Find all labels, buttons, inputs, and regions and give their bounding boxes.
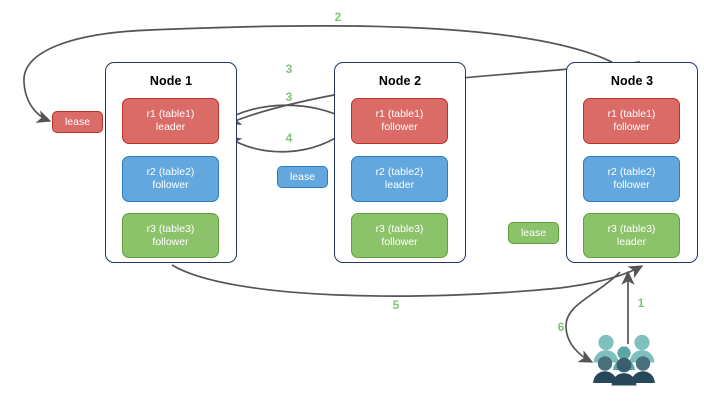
replica-label-line1: r3 (table3) — [375, 222, 424, 235]
node-title-node3: Node 3 — [610, 74, 654, 88]
replica-label-line2: follower — [613, 121, 650, 133]
node-container-node2[interactable]: Node 2 r1 (table1) follower r2 (table2) … — [334, 62, 466, 263]
replica-label-line1: r3 (table3) — [146, 222, 195, 235]
replica-node1-r2[interactable]: r2 (table2) follower — [122, 156, 219, 202]
lease-label: lease — [520, 227, 547, 239]
replica-label-line1: r1 (table1) — [146, 108, 195, 120]
step-label-6: 6 — [557, 320, 565, 334]
arrow-step-5 — [171, 264, 644, 297]
lease-label: lease — [289, 171, 316, 183]
replica-node3-r3[interactable]: r3 (table3) leader — [583, 213, 680, 258]
replica-node2-r2[interactable]: r2 (table2) leader — [351, 156, 448, 202]
step-label-4: 4 — [285, 131, 293, 145]
replica-label-line1: r2 (table2) — [607, 166, 656, 178]
replica-label-line2: leader — [616, 235, 647, 248]
step-label-2: 2 — [334, 10, 342, 24]
replica-node2-r3[interactable]: r3 (table3) follower — [351, 213, 448, 258]
lease-badge-table1[interactable]: lease — [52, 111, 103, 133]
node-container-node1[interactable]: Node 1 r1 (table1) leader r2 (table2) fo… — [105, 62, 237, 263]
replica-label-line2: follower — [381, 235, 418, 248]
step-label-3b: 3 — [285, 90, 293, 104]
replica-node3-r1[interactable]: r1 (table1) follower — [583, 98, 680, 144]
replica-label-line2: follower — [152, 235, 189, 248]
replica-label-line2: follower — [152, 179, 189, 191]
step-label-1: 1 — [637, 296, 645, 310]
step-label-3a: 3 — [285, 62, 293, 76]
people-icon — [593, 334, 655, 386]
lease-label: lease — [64, 116, 91, 128]
replica-node1-r1[interactable]: r1 (table1) leader — [122, 98, 219, 144]
replica-label-line1: r1 (table1) — [375, 108, 424, 120]
replica-label-line2: follower — [381, 121, 418, 133]
replica-label-line1: r3 (table3) — [607, 222, 656, 235]
replica-label-line2: leader — [384, 179, 415, 191]
arrow-step-2 — [23, 25, 613, 123]
replica-node2-r1[interactable]: r1 (table1) follower — [351, 98, 448, 144]
replica-label-line2: follower — [613, 179, 650, 191]
lease-badge-table2[interactable]: lease — [277, 166, 328, 188]
node-title-node1: Node 1 — [149, 74, 193, 88]
replica-label-line1: r2 (table2) — [146, 166, 195, 178]
replica-label-line1: r1 (table1) — [607, 108, 656, 120]
node-title-node2: Node 2 — [378, 74, 422, 88]
replica-node1-r3[interactable]: r3 (table3) follower — [122, 213, 219, 258]
lease-badge-table3[interactable]: lease — [508, 222, 559, 244]
node-container-node3[interactable]: Node 3 r1 (table1) follower r2 (table2) … — [566, 62, 698, 263]
replica-label-line1: r2 (table2) — [375, 166, 424, 178]
replica-node3-r2[interactable]: r2 (table2) follower — [583, 156, 680, 202]
arrow-step-6 — [565, 271, 621, 363]
replica-label-line2: leader — [155, 121, 186, 133]
step-label-5: 5 — [392, 298, 400, 312]
